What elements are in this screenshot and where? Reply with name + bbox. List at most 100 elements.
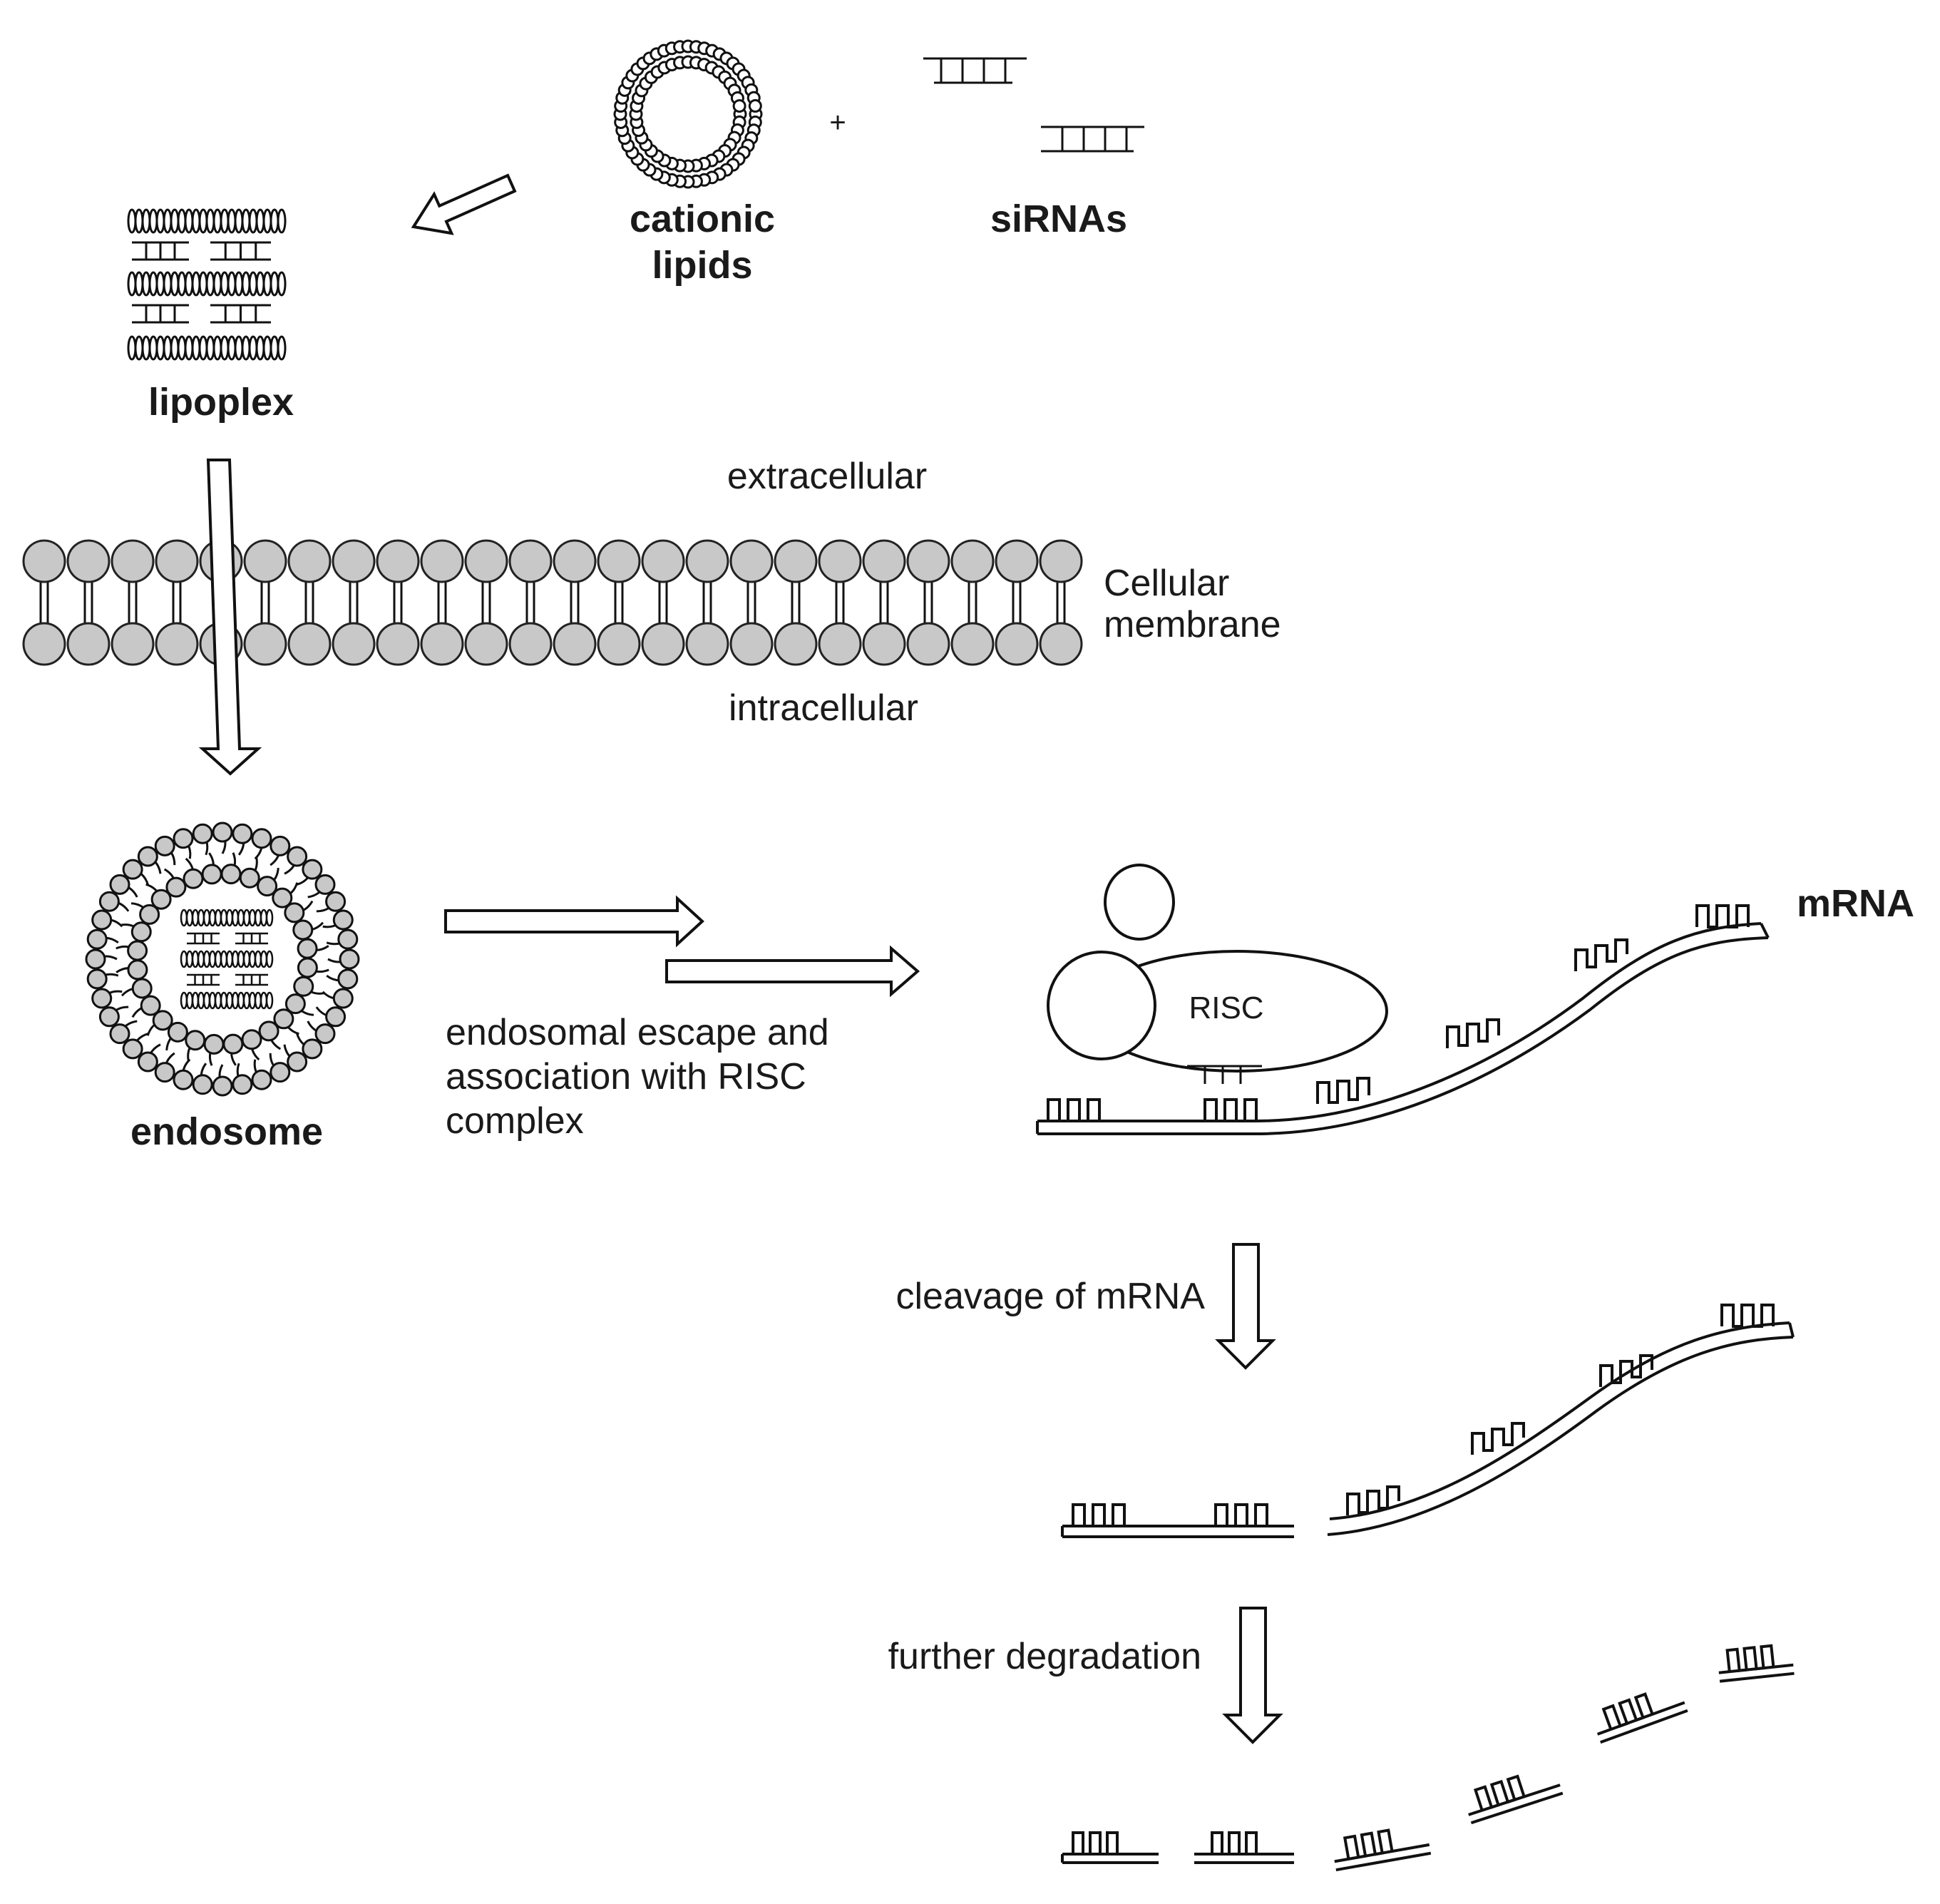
endosome-lipid: [220, 852, 242, 885]
lipoplex-sirna: [210, 304, 271, 324]
endosome-label: endosome: [130, 1110, 323, 1153]
lipoplex-sirna: [132, 241, 189, 261]
endosome-lipid: [86, 968, 119, 990]
endosome-lipid: [122, 859, 149, 885]
arrow-to-endosome: [198, 459, 262, 776]
lipid-loop: [748, 99, 762, 113]
endosome-lipid: [98, 1005, 129, 1028]
lipoplex-sirna: [210, 241, 271, 261]
endosome-lipid: [297, 859, 323, 886]
endosome-lipid: [130, 902, 160, 925]
phospholipid-pair: [243, 539, 287, 666]
mrna-label: mRNA: [1797, 882, 1914, 925]
phospholipid-pair: [1039, 539, 1083, 666]
endosome-lipid: [173, 1058, 194, 1090]
lipid-loop: [732, 99, 746, 113]
endosome-lipid: [284, 900, 314, 923]
phospholipid-pair: [508, 539, 553, 666]
endosome-lipid: [251, 1059, 272, 1090]
endosome-lipid: [122, 1033, 148, 1060]
cationic-lipids-label-line1: cationic: [630, 198, 775, 240]
endosome-lipid: [257, 867, 279, 897]
endosome-lipid: [192, 1063, 213, 1095]
phospholipid-pair: [66, 539, 111, 666]
endosome-lipid: [137, 1043, 161, 1073]
risc-left-lobe: [1047, 951, 1156, 1060]
endosome-lipid: [163, 868, 187, 898]
endosome-lipid: [232, 823, 253, 856]
cellular-membrane-label-line1: Cellular: [1104, 563, 1229, 604]
mrna-fragment: [1718, 1644, 1795, 1683]
phospholipid-pair: [906, 539, 950, 666]
sirna-duplex-1: [923, 57, 1027, 84]
endosome-lipid: [292, 919, 324, 941]
endosome-lipid: [296, 1033, 323, 1060]
endosome-lipid: [203, 1033, 225, 1066]
endosome-lipid: [91, 988, 123, 1009]
cellular-membrane-bilayer: [22, 539, 1083, 666]
arrow-cleavage: [1215, 1243, 1276, 1370]
risc-label: RISC: [1189, 991, 1263, 1025]
mrna-strand-intact: [1036, 904, 1770, 1135]
arrow-escape-2: [665, 945, 920, 998]
phospholipid-pair: [332, 539, 376, 666]
phospholipid-pair: [641, 539, 685, 666]
endosome-lipid: [109, 874, 138, 898]
endosome-lipid: [241, 1029, 262, 1061]
mrna-fragment: [1596, 1692, 1688, 1744]
cleavage-label: cleavage of mRNA: [895, 1276, 1205, 1317]
mrna-fragment: [1334, 1828, 1432, 1872]
lipoplex-lipid-row: [127, 271, 287, 297]
endosome-lipid: [284, 846, 308, 875]
endosome-lipid: [315, 1006, 347, 1028]
phospholipid-pair: [22, 539, 66, 666]
risc-bound-sirna: [1187, 1065, 1262, 1084]
endosomal-escape-label-line2: association with RISC: [446, 1056, 806, 1097]
cationic-lipids-label-line2: lipids: [652, 244, 752, 287]
endosome-lipid: [258, 1020, 282, 1050]
endosome-lipid: [165, 1021, 188, 1051]
phospholipid-pair: [862, 539, 906, 666]
endosome-lipid: [307, 1020, 336, 1045]
degradation-label: further degradation: [888, 1636, 1201, 1677]
mrna-degraded-fragments: [1061, 1644, 1795, 1872]
endosome-lipid: [326, 968, 359, 990]
endosome-lipid: [173, 828, 194, 859]
endosome-lipid: [327, 948, 360, 970]
endosome-lipid: [154, 835, 176, 866]
lipoplex-lipid-row: [127, 208, 287, 234]
lipoplex-label: lipoplex: [148, 381, 294, 424]
lipoplex-sirna: [132, 304, 189, 324]
endosome-lipid: [201, 852, 222, 885]
endosome-lipid: [270, 835, 291, 866]
endosome-lipid: [192, 823, 213, 856]
endosome-lipid: [222, 1033, 244, 1066]
phospholipid-pair: [995, 539, 1039, 666]
phospholipid-pair: [376, 539, 420, 666]
phospholipid-pair: [597, 539, 641, 666]
sirna-duplex-2: [1041, 126, 1144, 153]
endosome-lipid: [212, 1064, 233, 1097]
endosome-lipid: [283, 1044, 308, 1073]
phospholipid-pair: [685, 539, 729, 666]
endosome-lipid: [145, 883, 172, 910]
endosome-lipid: [307, 874, 336, 899]
phospholipid-pair: [553, 539, 597, 666]
endosome-lipid: [297, 938, 329, 959]
risc-complex: [1047, 864, 1388, 1073]
lipoplex-complex: [127, 208, 287, 361]
sirna-molecules: [923, 57, 1144, 153]
mrna-fragment: [1468, 1774, 1564, 1825]
arrow-to-lipoplex: [411, 173, 517, 235]
endosome-lipid: [269, 1053, 291, 1083]
phospholipid-pair: [464, 539, 508, 666]
endosome-lipoplex: [180, 909, 274, 1010]
endosomal-escape-label-line3: complex: [446, 1100, 584, 1142]
endosome-lipid: [146, 1010, 173, 1036]
endosome-lipid: [251, 828, 272, 860]
plus-sign: +: [829, 107, 846, 138]
endosome-lipid: [183, 857, 204, 889]
endosome-lipid: [116, 959, 148, 981]
endosome-lipid: [137, 846, 162, 874]
